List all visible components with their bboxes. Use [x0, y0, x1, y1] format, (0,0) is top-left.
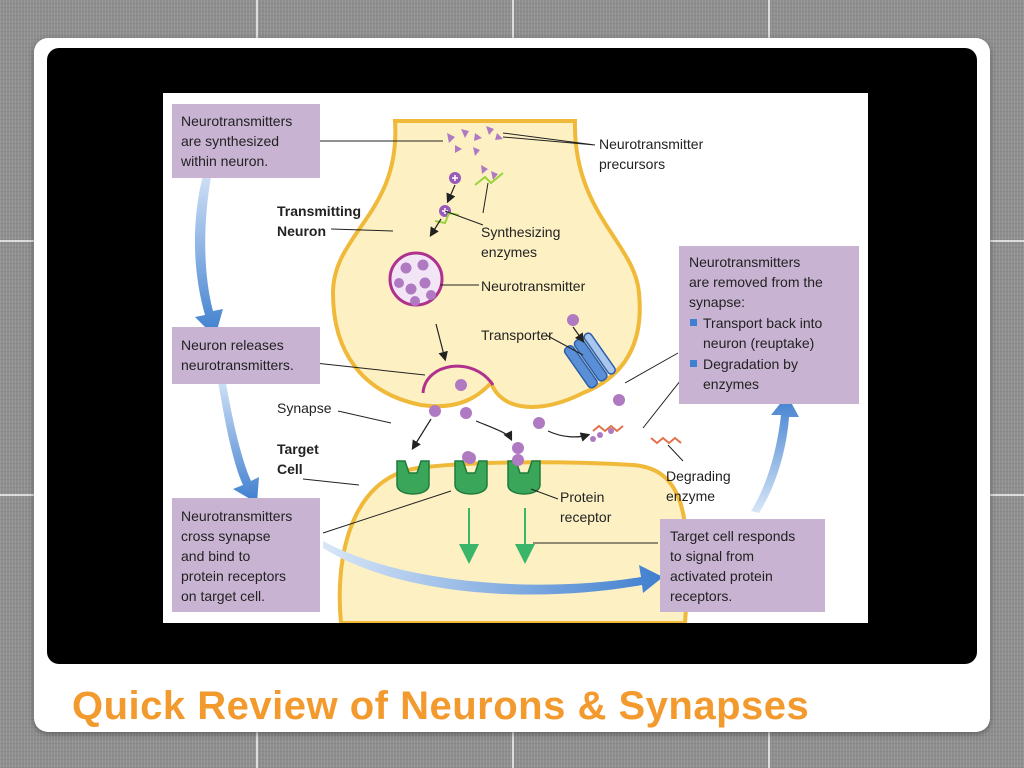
box-removed-bullet-2: Degradation by enzymes — [703, 356, 802, 392]
box-synthesized: Neurotransmitters are synthesized within… — [180, 113, 296, 169]
label-synapse: Synapse — [277, 400, 332, 416]
transporter-protein — [563, 332, 616, 389]
label-neurotransmitter: Neurotransmitter — [481, 278, 586, 294]
flow-arrow-4 — [751, 395, 799, 513]
box-removed-bullet-1: Transport back into neuron (reuptake) — [703, 315, 826, 351]
release-vesicle — [421, 364, 495, 394]
degrading-enzyme — [590, 424, 682, 445]
label-protein-receptor: Protein receptor — [560, 489, 612, 525]
precursor-molecules — [447, 126, 503, 180]
protein-receptors — [396, 460, 541, 495]
flow-arrow-2 — [218, 381, 259, 503]
synapse-diagram: Neurotransmitters are synthesized within… — [163, 93, 868, 625]
flow-arrow-1 — [194, 175, 223, 337]
synaptic-vesicle — [388, 251, 444, 307]
box-target-responds: Target cell responds to signal from acti… — [670, 528, 799, 604]
label-degrading-enzyme: Degrading enzyme — [666, 468, 735, 504]
released-neurotransmitters — [429, 314, 625, 464]
slide-title: Quick Review of Neurons & Synapses — [72, 684, 810, 728]
box-removed: Neurotransmitters are removed from the s… — [689, 254, 827, 310]
label-precursors: Neurotransmitter precursors — [599, 136, 707, 172]
label-target-cell: Target Cell — [277, 441, 323, 477]
label-transmitting-neuron: Transmitting Neuron — [277, 203, 365, 239]
box-releases: Neuron releases neurotransmitters. — [181, 337, 294, 373]
label-synthesizing-enzymes: Synthesizing enzymes — [481, 224, 564, 260]
bullet-icon — [690, 319, 697, 326]
label-transporter: Transporter — [481, 327, 553, 343]
box-cross-synapse: Neurotransmitters cross synapse and bind… — [181, 508, 296, 604]
bullet-icon — [690, 360, 697, 367]
flow-arrow-3 — [323, 541, 663, 595]
